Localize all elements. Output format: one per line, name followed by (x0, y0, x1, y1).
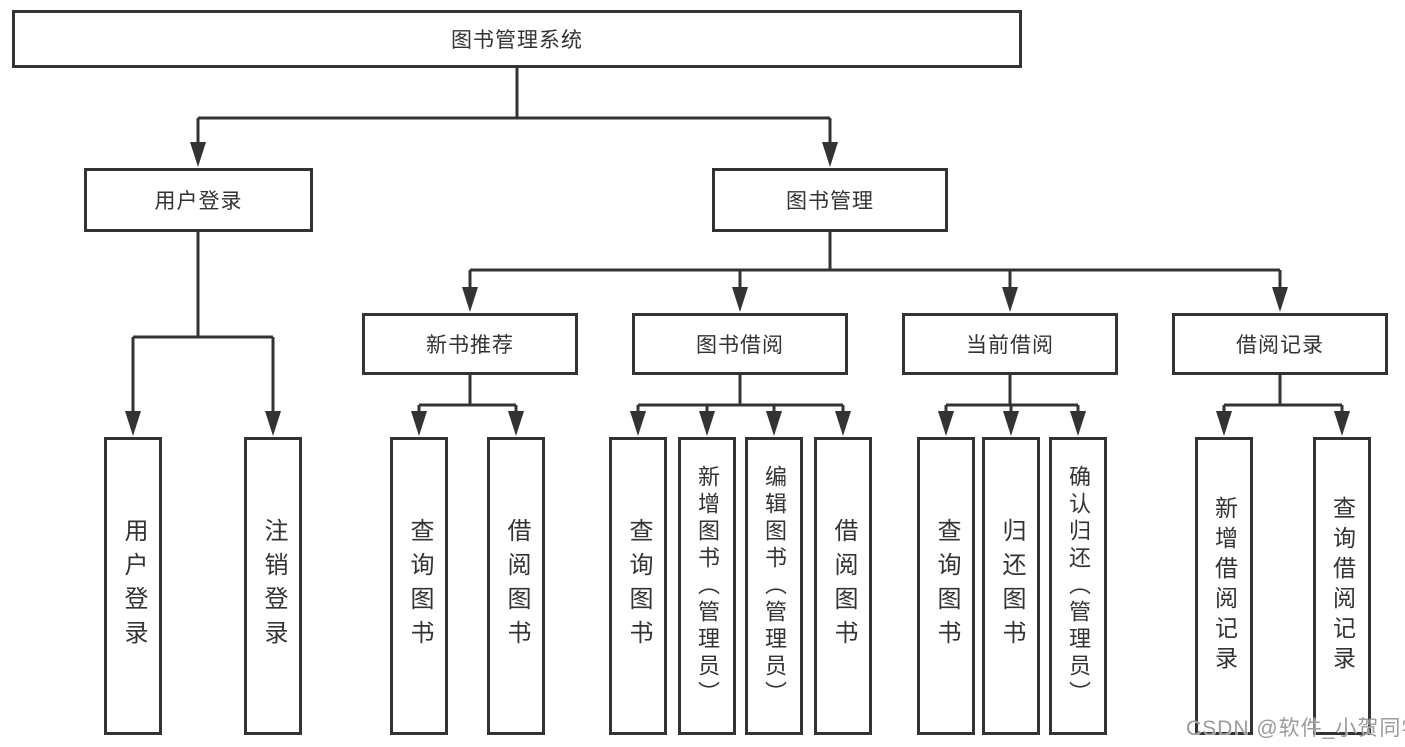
connector-newbook-to-leaves (417, 375, 518, 413)
arrowhead-icon (1003, 411, 1019, 436)
arrowhead-icon (411, 411, 427, 436)
arrowhead-icon (630, 411, 646, 436)
leaf-query-borrow-record: 查询借阅记录 (1313, 437, 1371, 735)
connector-root-to-level2 (196, 68, 832, 146)
csdn-watermark: CSDN @软件_小贺同学 (1186, 717, 1405, 740)
leaf-borrow-books-borrowing: 借阅图书 (814, 437, 872, 735)
leaf-edit-books-admin: 编辑图书（管理员） (745, 437, 803, 735)
leaf-confirm-return-admin: 确认归还（管理员） (1049, 437, 1107, 735)
node-book-borrowing: 图书借阅 (632, 313, 848, 375)
node-user-login-branch: 用户登录 (84, 168, 313, 232)
node-current-borrowing: 当前借阅 (902, 313, 1118, 375)
arrowhead-icon (508, 411, 524, 436)
arrowhead-icon (835, 411, 851, 436)
node-borrowing-records: 借阅记录 (1172, 313, 1388, 375)
leaf-add-borrow-record: 新增借阅记录 (1195, 437, 1253, 735)
arrowhead-icon (822, 142, 838, 167)
node-library-system: 图书管理系统 (12, 10, 1022, 68)
node-new-book-recommendation: 新书推荐 (362, 313, 578, 375)
arrowhead-icon (1002, 287, 1018, 312)
arrowhead-icon (1272, 287, 1288, 312)
arrowhead-icon (766, 411, 782, 436)
arrowhead-icon (190, 142, 206, 167)
connector-userlogin-to-leaves (131, 232, 275, 413)
arrowhead-icon (462, 287, 478, 312)
arrowhead-icon (125, 411, 141, 436)
node-book-management: 图书管理 (712, 168, 948, 232)
arrowhead-icon (1334, 411, 1350, 436)
leaf-logout: 注销登录 (244, 437, 302, 735)
leaf-return-books: 归还图书 (982, 437, 1040, 735)
leaf-add-books-admin: 新增图书（管理员） (678, 437, 736, 735)
connector-current-to-leaves (944, 375, 1080, 413)
arrowhead-icon (699, 411, 715, 436)
arrowhead-icon (938, 411, 954, 436)
connector-borrowing-to-leaves (636, 375, 845, 413)
arrowhead-icon (1216, 411, 1232, 436)
leaf-query-books-recommend: 查询图书 (390, 437, 448, 735)
leaf-borrow-books-recommend: 借阅图书 (487, 437, 545, 735)
arrowhead-icon (732, 287, 748, 312)
arrowhead-icon (1070, 411, 1086, 436)
connector-records-to-leaves (1222, 375, 1344, 413)
leaf-user-login: 用户登录 (104, 437, 162, 735)
leaf-query-books-borrowing: 查询图书 (609, 437, 667, 735)
connector-bookmgmt-to-level3 (468, 232, 1282, 290)
leaf-query-books-current: 查询图书 (917, 437, 975, 735)
arrowhead-icon (265, 411, 281, 436)
